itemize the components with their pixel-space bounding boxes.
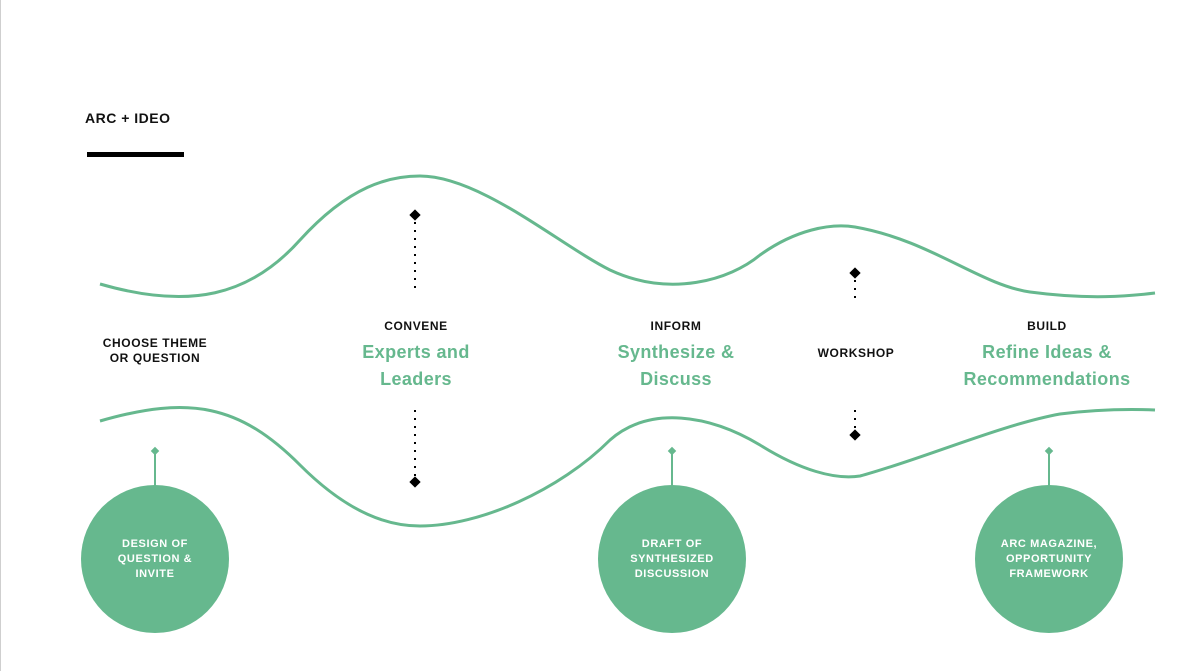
stage-choose-theme-label: CHOOSE THEME OR QUESTION	[102, 336, 208, 365]
stage-build-title: Refine Ideas & Recommendations	[963, 342, 1131, 389]
stage-workshop-label: WORKSHOP	[817, 346, 895, 360]
brand-title: ARC + IDEO	[85, 110, 171, 126]
stage-convene-label: CONVENE	[384, 319, 448, 333]
stage-convene-title: Experts and Leaders	[362, 342, 470, 389]
top-wave	[99, 174, 1156, 299]
deliverable-1-diamond	[150, 446, 160, 456]
deliverable-circle-3: ARC MAGAZINE, OPPORTUNITY FRAMEWORK	[975, 485, 1123, 633]
bottom-wave	[99, 406, 1156, 528]
deliverable-circle-2: DRAFT OF SYNTHESIZED DISCUSSION	[598, 485, 746, 633]
deliverable-2-diamond	[667, 446, 677, 456]
deliverable-2-text: DRAFT OF SYNTHESIZED DISCUSSION	[630, 537, 714, 580]
convene-top-diamond	[409, 209, 421, 221]
deliverable-circle-1: DESIGN OF QUESTION & INVITE	[81, 485, 229, 633]
workshop-top-diamond	[849, 267, 861, 279]
stage-build-label: BUILD	[1027, 319, 1067, 333]
stage-inform-label: INFORM	[650, 319, 702, 333]
deliverable-3-text: ARC MAGAZINE, OPPORTUNITY FRAMEWORK	[1000, 537, 1098, 580]
stage-inform-title: Synthesize & Discuss	[617, 342, 735, 389]
convene-bottom-diamond	[409, 476, 421, 488]
brand-underline	[87, 152, 184, 157]
deliverable-1-text: DESIGN OF QUESTION & INVITE	[117, 537, 193, 580]
window-left-edge	[0, 0, 1, 671]
deliverable-3-diamond	[1044, 446, 1054, 456]
workshop-bottom-diamond	[849, 429, 861, 441]
